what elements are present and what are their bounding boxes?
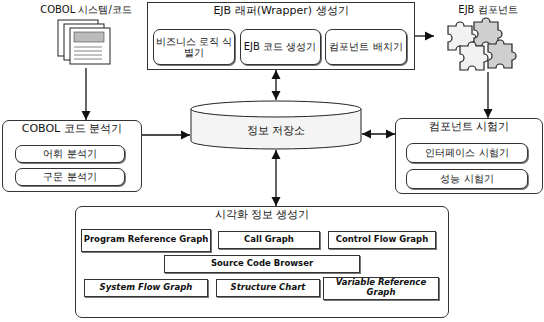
connector-arrow	[275, 70, 276, 100]
generator-box: EJB 래퍼(Wrapper) 생성기비즈니스 로직 식별기 EJB 코드 생성기…	[147, 2, 415, 70]
source-icon: COBOL 시스템/코드	[32, 2, 140, 68]
box-label: 인터페이스 시험기	[425, 147, 508, 159]
box-label: Source Code Browser	[211, 259, 313, 269]
connector-arrow	[415, 35, 434, 36]
box-label: 어휘 분석기	[43, 148, 96, 160]
box-title: EJB 래퍼(Wrapper) 생성기	[148, 5, 414, 18]
process-box: 성능 시험기	[406, 169, 528, 189]
view-box: Variable Reference Graph	[323, 277, 439, 300]
box-label: 성능 시험기	[440, 173, 493, 185]
tester-box: 컴포넌트 시험기인터페이스 시험기성능 시험기	[395, 118, 543, 194]
repository-cylinder: 정보 저장소	[190, 100, 362, 150]
connector-arrow	[85, 68, 86, 120]
process-box: 어휘 분석기	[15, 145, 125, 163]
visualizer-box: 시각화 정보 생성기 Program Reference Graph Call Gr…	[75, 206, 449, 318]
connector-arrow	[142, 134, 190, 135]
process-box: 비즈니스 로직 식별기	[153, 29, 235, 65]
connector-arrow	[275, 150, 276, 206]
analyzer-box: COBOL 코드 분석기어휘 분석기구문 분석기	[2, 120, 142, 192]
box-label: 컴포넌트 배치기	[329, 41, 402, 53]
view-box: Call Graph	[218, 231, 320, 249]
process-box: EJB 코드 생성기	[240, 29, 321, 65]
box-label: EJB 코드 생성기	[244, 41, 317, 53]
view-box: Program Reference Graph	[81, 229, 211, 252]
view-box: Control Flow Graph	[328, 231, 436, 249]
box-label: Variable Reference Graph	[324, 278, 438, 298]
box-title: COBOL 시스템/코드	[32, 4, 140, 16]
view-box: Source Code Browser	[164, 255, 360, 273]
connector-arrow	[362, 133, 395, 134]
box-label: Call Graph	[244, 235, 294, 245]
box-label: 비즈니스 로직 식별기	[154, 36, 234, 59]
box-label: 정보 저장소	[247, 125, 306, 138]
process-box: 구문 분석기	[15, 168, 125, 186]
box-title: COBOL 코드 분석기	[3, 123, 141, 136]
process-box: 컴포넌트 배치기	[325, 29, 407, 65]
box-title: 시각화 정보 생성기	[76, 209, 448, 222]
connector-arrow	[487, 72, 488, 118]
box-label: Control Flow Graph	[336, 235, 429, 245]
box-title: EJB 컴포넌트	[434, 4, 542, 16]
box-label: System Flow Graph	[100, 283, 193, 293]
box-title: 컴포넌트 시험기	[396, 121, 542, 134]
box-label: 구문 분석기	[43, 171, 96, 183]
view-box: Structure Chart	[216, 279, 320, 297]
box-label: Structure Chart	[231, 283, 306, 293]
view-box: System Flow Graph	[84, 279, 208, 297]
process-box: 인터페이스 시험기	[406, 143, 528, 163]
box-label: Program Reference Graph	[84, 235, 209, 245]
component-icon: EJB 컴포넌트	[434, 2, 542, 72]
